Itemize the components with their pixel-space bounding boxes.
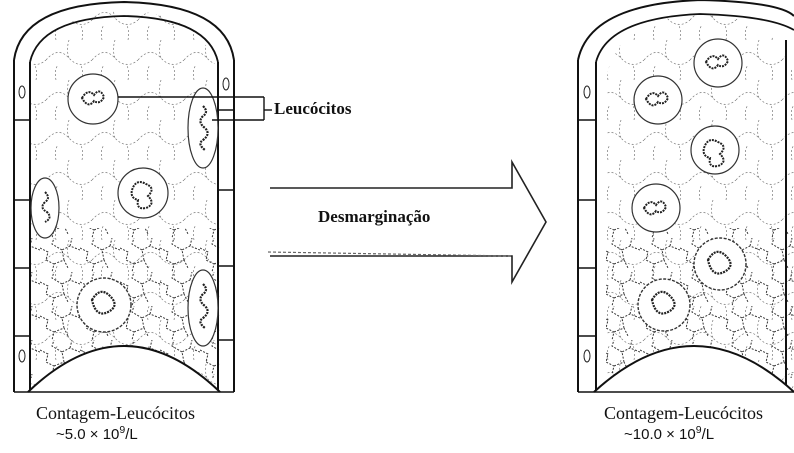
left-leukocyte-tissue (77, 278, 131, 332)
right-leukocyte-tissue-1 (694, 238, 746, 290)
left-leukocyte-2 (118, 168, 168, 218)
left-count-value: ~5.0 × 109/L (56, 426, 138, 443)
right-leukocyte-4 (632, 184, 680, 232)
right-leukocyte-2 (634, 76, 682, 124)
right-count-label: Contagem-Leucócitos (604, 403, 763, 424)
leukocytes-label: Leucócitos (274, 99, 351, 119)
right-vessel (578, 0, 794, 392)
left-leukocyte-marginated-1 (188, 88, 218, 168)
left-count-label: Contagem-Leucócitos (36, 403, 195, 424)
right-leukocyte-3 (691, 126, 739, 174)
right-leukocyte-1 (694, 39, 742, 87)
demargination-label: Desmarginação (318, 207, 430, 227)
left-leukocyte-marginated-2 (31, 178, 59, 238)
right-count-value: ~10.0 × 109/L (624, 426, 714, 443)
left-leukocyte-1 (68, 74, 118, 124)
left-leukocyte-marginated-3 (188, 270, 218, 346)
right-leukocyte-tissue-2 (638, 279, 690, 331)
